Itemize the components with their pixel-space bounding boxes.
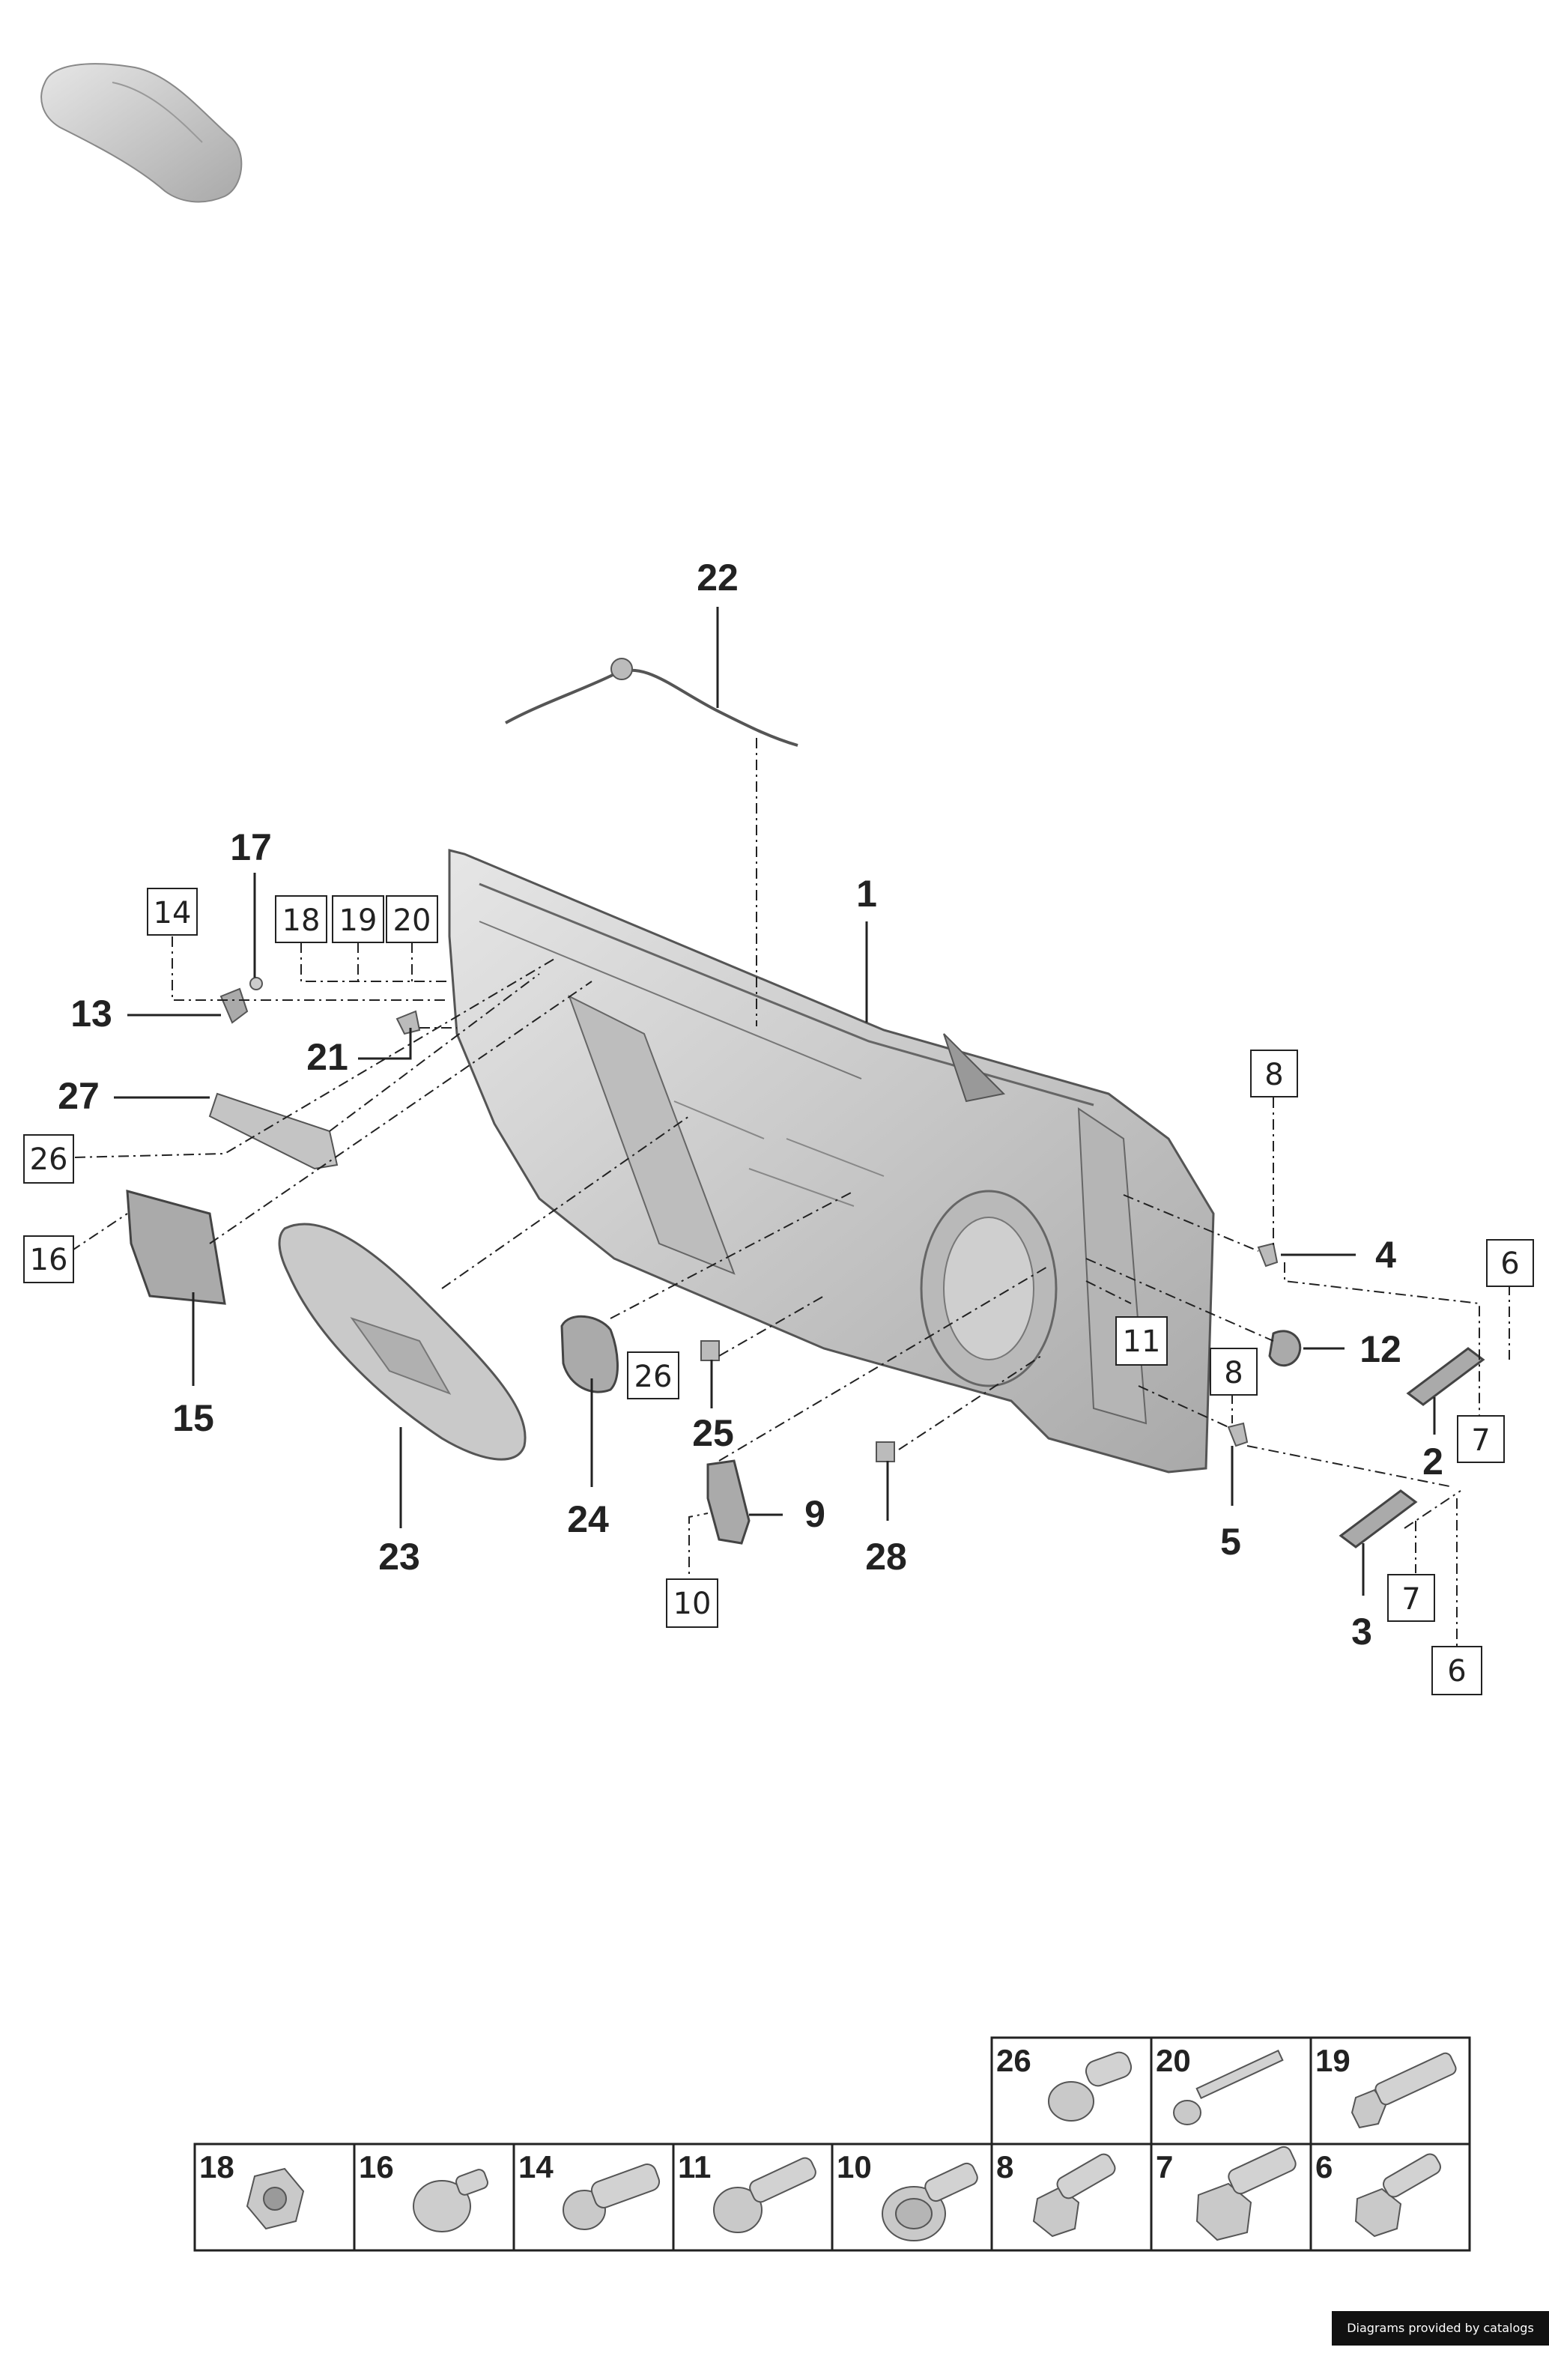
bolt-icon [713, 2157, 816, 2233]
box-label: 8 [1264, 1058, 1283, 1092]
bolt-icon [1351, 2052, 1457, 2129]
box-label: 10 [673, 1587, 712, 1621]
hinge-icon [1227, 1242, 1485, 1548]
box-label: 16 [30, 1243, 68, 1277]
box-label: 19 [339, 903, 378, 938]
fastener-number: 8 [996, 2149, 1013, 2184]
box-label: 6 [1447, 1654, 1466, 1689]
callout-label: 21 [306, 1036, 348, 1078]
fastener-number: 10 [837, 2149, 872, 2184]
bolt-icon [1354, 2153, 1441, 2238]
box-label: 6 [1500, 1247, 1519, 1281]
fastener-number: 19 [1315, 2043, 1351, 2078]
box-label: 14 [154, 896, 192, 930]
fastener-number: 6 [1315, 2149, 1333, 2184]
callouts: 22 17 1 13 21 27 15 23 24 25 9 28 4 12 2… [58, 557, 1443, 1653]
box-label: 26 [30, 1142, 68, 1177]
callout-label: 27 [58, 1075, 100, 1117]
credit-banner: Diagrams provided by catalogs parts [1332, 2311, 1549, 2370]
callout-label: 5 [1220, 1521, 1241, 1563]
callout-label: 4 [1375, 1234, 1396, 1276]
callout-label: 25 [692, 1412, 734, 1454]
fastener-number: 26 [996, 2043, 1031, 2078]
callout-label: 2 [1422, 1441, 1443, 1483]
door-panel-icon [448, 849, 1215, 1474]
bolt-icon [413, 2169, 488, 2232]
fastener-number: 16 [359, 2149, 394, 2184]
box-label: 7 [1471, 1423, 1490, 1458]
bolt-icon [563, 2164, 661, 2230]
bolt-icon [1173, 2049, 1284, 2125]
fastener-number: 14 [518, 2149, 554, 2184]
fastener-number: 20 [1156, 2043, 1191, 2078]
fastener-number: 18 [199, 2149, 234, 2184]
callout-label: 9 [804, 1493, 825, 1535]
box-label: 11 [1123, 1324, 1161, 1359]
hinge-bracket-icon [706, 1459, 751, 1545]
nut-icon [246, 2167, 305, 2230]
clip-icon [700, 1340, 895, 1462]
callout-label: 3 [1351, 1611, 1372, 1653]
callout-label: 17 [230, 826, 272, 868]
window-cable-icon [505, 658, 798, 747]
callout-label: 24 [567, 1498, 609, 1540]
bolt-icon [882, 2162, 978, 2241]
door-lock-icon [126, 1189, 226, 1305]
fastener-number: 7 [1156, 2149, 1173, 2184]
bolt-icon [1032, 2153, 1116, 2238]
callout-label: 28 [865, 1536, 907, 1578]
box-label: 20 [393, 903, 431, 938]
fastener-number: 11 [678, 2149, 711, 2184]
reference-lines [70, 738, 1510, 1656]
box-references: 14 18 19 20 26 16 8 6 11 26 8 7 7 10 6 [23, 888, 1534, 1695]
fastener-table: 26 20 19 18 16 14 11 10 8 7 6 [193, 2036, 1471, 2252]
callout-label: 1 [856, 873, 877, 915]
callout-label: 12 [1359, 1328, 1401, 1370]
plug-icon [560, 1315, 619, 1393]
bolt-icon [1195, 2146, 1297, 2241]
callout-label: 22 [697, 557, 739, 599]
bolt-icon [1048, 2051, 1133, 2122]
box-label: 18 [282, 903, 321, 938]
box-label: 26 [634, 1360, 673, 1394]
car-thumbnail-icon [40, 63, 243, 203]
door-check-bracket-icon [219, 977, 421, 1035]
cover-panel-icon [278, 1223, 527, 1461]
leader-lines [114, 607, 1436, 1596]
box-label: 7 [1401, 1582, 1420, 1617]
reinforcement-plate-icon [208, 1092, 339, 1170]
callout-label: 13 [70, 993, 112, 1035]
callout-label: 23 [378, 1536, 420, 1578]
callout-label: 15 [172, 1397, 214, 1439]
box-label: 8 [1224, 1356, 1243, 1390]
